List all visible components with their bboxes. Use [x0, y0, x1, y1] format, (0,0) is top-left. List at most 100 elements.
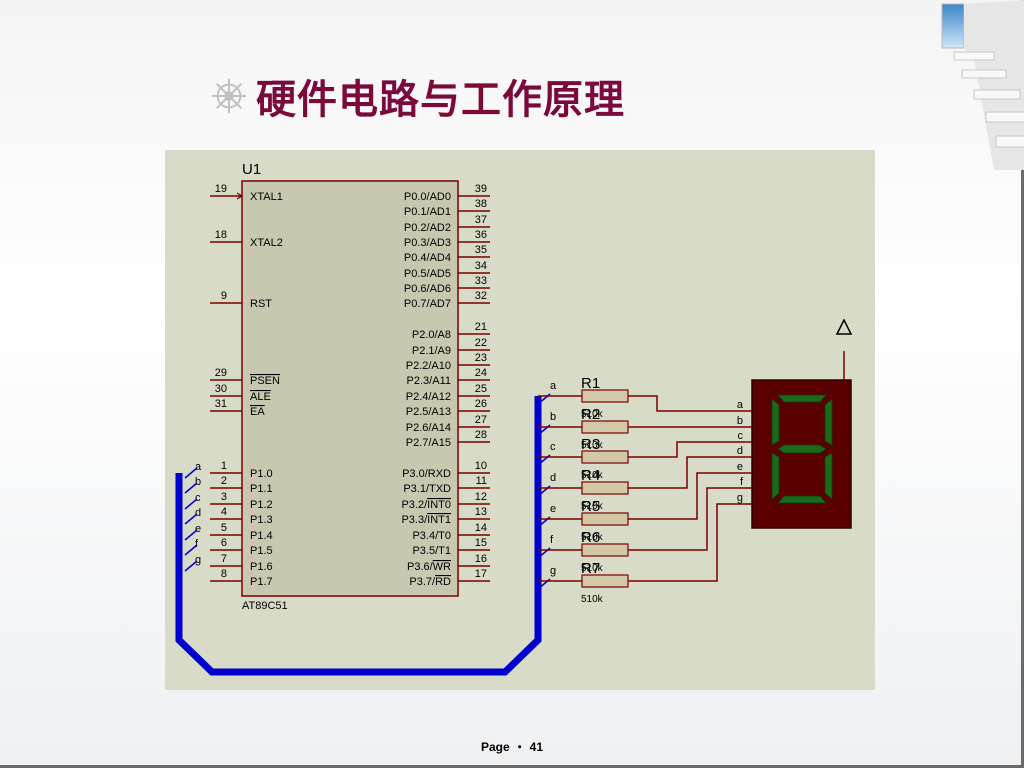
right-pin-number: 28 — [475, 429, 487, 441]
staircase-decoration — [941, 0, 1024, 170]
right-pin-name: P0.2/AD2 — [404, 222, 451, 234]
resistor-value: 510k — [581, 470, 604, 481]
resistor-net-label: c — [550, 441, 556, 453]
right-pin-number: 35 — [475, 244, 487, 256]
segment-d — [777, 495, 827, 504]
right-pin-number: 27 — [475, 414, 487, 426]
right-pin-name: P0.5/AD5 — [404, 268, 451, 280]
bus-entry — [184, 482, 198, 494]
page-number: 41 — [529, 740, 544, 754]
right-pin-number: 21 — [475, 321, 487, 333]
left-pin-name: XTAL2 — [250, 237, 283, 249]
left-pin-number: 29 — [215, 367, 227, 379]
left-pin-number: 1 — [221, 460, 227, 472]
right-pin-name: P2.2/A10 — [406, 360, 451, 372]
left-pin-name: P1.0 — [250, 468, 273, 480]
right-pin-number: 13 — [475, 506, 487, 518]
resistor-value: 510k — [581, 563, 604, 574]
right-pin-number: 32 — [475, 290, 487, 302]
resistor-net-label: f — [550, 534, 554, 546]
left-net-label: g — [195, 554, 201, 566]
footer-label: Page — [480, 740, 510, 754]
bus-entry — [184, 498, 198, 510]
display-pin-label: g — [737, 492, 743, 504]
data-bus — [175, 396, 542, 676]
right-pin-name: P3.6/WR — [407, 561, 451, 573]
right-pin-number: 16 — [475, 553, 487, 565]
display-pin-label: d — [737, 445, 743, 457]
slide-title: 硬件电路与工作原理 — [256, 77, 625, 123]
right-pin-name: P3.7/RD — [409, 576, 451, 588]
chip-part-label: AT89C51 — [242, 600, 288, 612]
resistor-net-label: e — [550, 503, 556, 515]
resistor-value: 510k — [581, 532, 604, 543]
left-pin-name: XTAL1 — [250, 191, 283, 203]
right-pin-number: 22 — [475, 337, 487, 349]
resistor-to-display-wire — [628, 487, 752, 551]
left-pin-name: P1.4 — [250, 530, 273, 542]
resistor-net-label: a — [550, 380, 557, 392]
bus-entry — [184, 544, 198, 556]
power-terminal — [835, 318, 853, 335]
right-pin-name: P2.1/A9 — [412, 345, 451, 357]
left-pin-name: EA — [250, 406, 265, 418]
resistor-ref: R4 — [581, 467, 600, 484]
right-pin-number: 12 — [475, 491, 487, 503]
footer-separator: ・ — [513, 740, 526, 754]
resistor-net-label: d — [550, 472, 556, 484]
left-net-label: c — [195, 492, 201, 504]
display-pin-label: b — [737, 415, 743, 427]
right-pin-name: P3.3/INT1 — [401, 514, 451, 526]
clock-input-arrow — [236, 192, 244, 200]
right-pin-number: 11 — [476, 475, 487, 487]
right-pin-number: 10 — [475, 460, 487, 472]
left-pin-number: 19 — [215, 183, 227, 195]
right-pin-number: 23 — [475, 352, 487, 364]
left-pin-name: ALE — [250, 391, 271, 403]
right-pin-number: 34 — [475, 260, 487, 272]
right-pin-name: P0.1/AD1 — [404, 206, 451, 218]
segment-f — [771, 398, 780, 446]
display-pin-label: c — [738, 430, 744, 442]
right-pin-number: 14 — [475, 522, 487, 534]
right-pin-name: P3.4/T0 — [412, 530, 451, 542]
left-pin-number: 18 — [215, 229, 227, 241]
display-pin-label: e — [737, 461, 743, 473]
bus-entry — [184, 513, 198, 525]
right-pin-name: P0.3/AD3 — [404, 237, 451, 249]
left-pin-number: 8 — [221, 568, 227, 580]
dharma-wheel-icon — [211, 78, 247, 114]
left-pin-name: P1.6 — [250, 561, 273, 573]
right-pin-name: P2.6/A14 — [406, 422, 451, 434]
right-pin-name: P0.4/AD4 — [404, 252, 451, 264]
resistor-value: 510k — [581, 594, 604, 605]
segment-a — [777, 394, 827, 403]
left-net-label: b — [195, 476, 201, 488]
right-pin-number: 37 — [475, 214, 487, 226]
resistor-value: 510k — [581, 409, 604, 420]
segment-e — [771, 452, 780, 500]
right-pin-name: P2.3/A11 — [407, 375, 451, 387]
left-pin-number: 31 — [215, 398, 227, 410]
resistor-ref: R6 — [581, 529, 600, 546]
resistor-ref: R7 — [581, 560, 600, 577]
chip-body — [241, 180, 459, 597]
right-pin-name: P0.0/AD0 — [404, 191, 451, 203]
right-pin-name: P2.0/A8 — [412, 329, 451, 341]
bus-entry — [184, 560, 198, 572]
left-net-label: a — [195, 461, 202, 473]
right-pin-number: 17 — [475, 568, 487, 580]
left-pin-number: 7 — [221, 553, 227, 565]
resistor-to-display-wire — [628, 472, 752, 520]
resistor-ref: R1 — [581, 375, 600, 392]
left-net-label: f — [195, 538, 199, 550]
circuit-schematic: U1AT89C5119XTAL118XTAL29RST29PSEN30ALE31… — [175, 161, 853, 676]
right-pin-number: 24 — [475, 367, 487, 379]
bus-entry — [184, 467, 198, 479]
bus-entry — [184, 529, 198, 541]
left-pin-name: P1.3 — [250, 514, 273, 526]
right-pin-name: P2.5/A13 — [406, 406, 451, 418]
left-pin-number: 9 — [221, 290, 227, 302]
